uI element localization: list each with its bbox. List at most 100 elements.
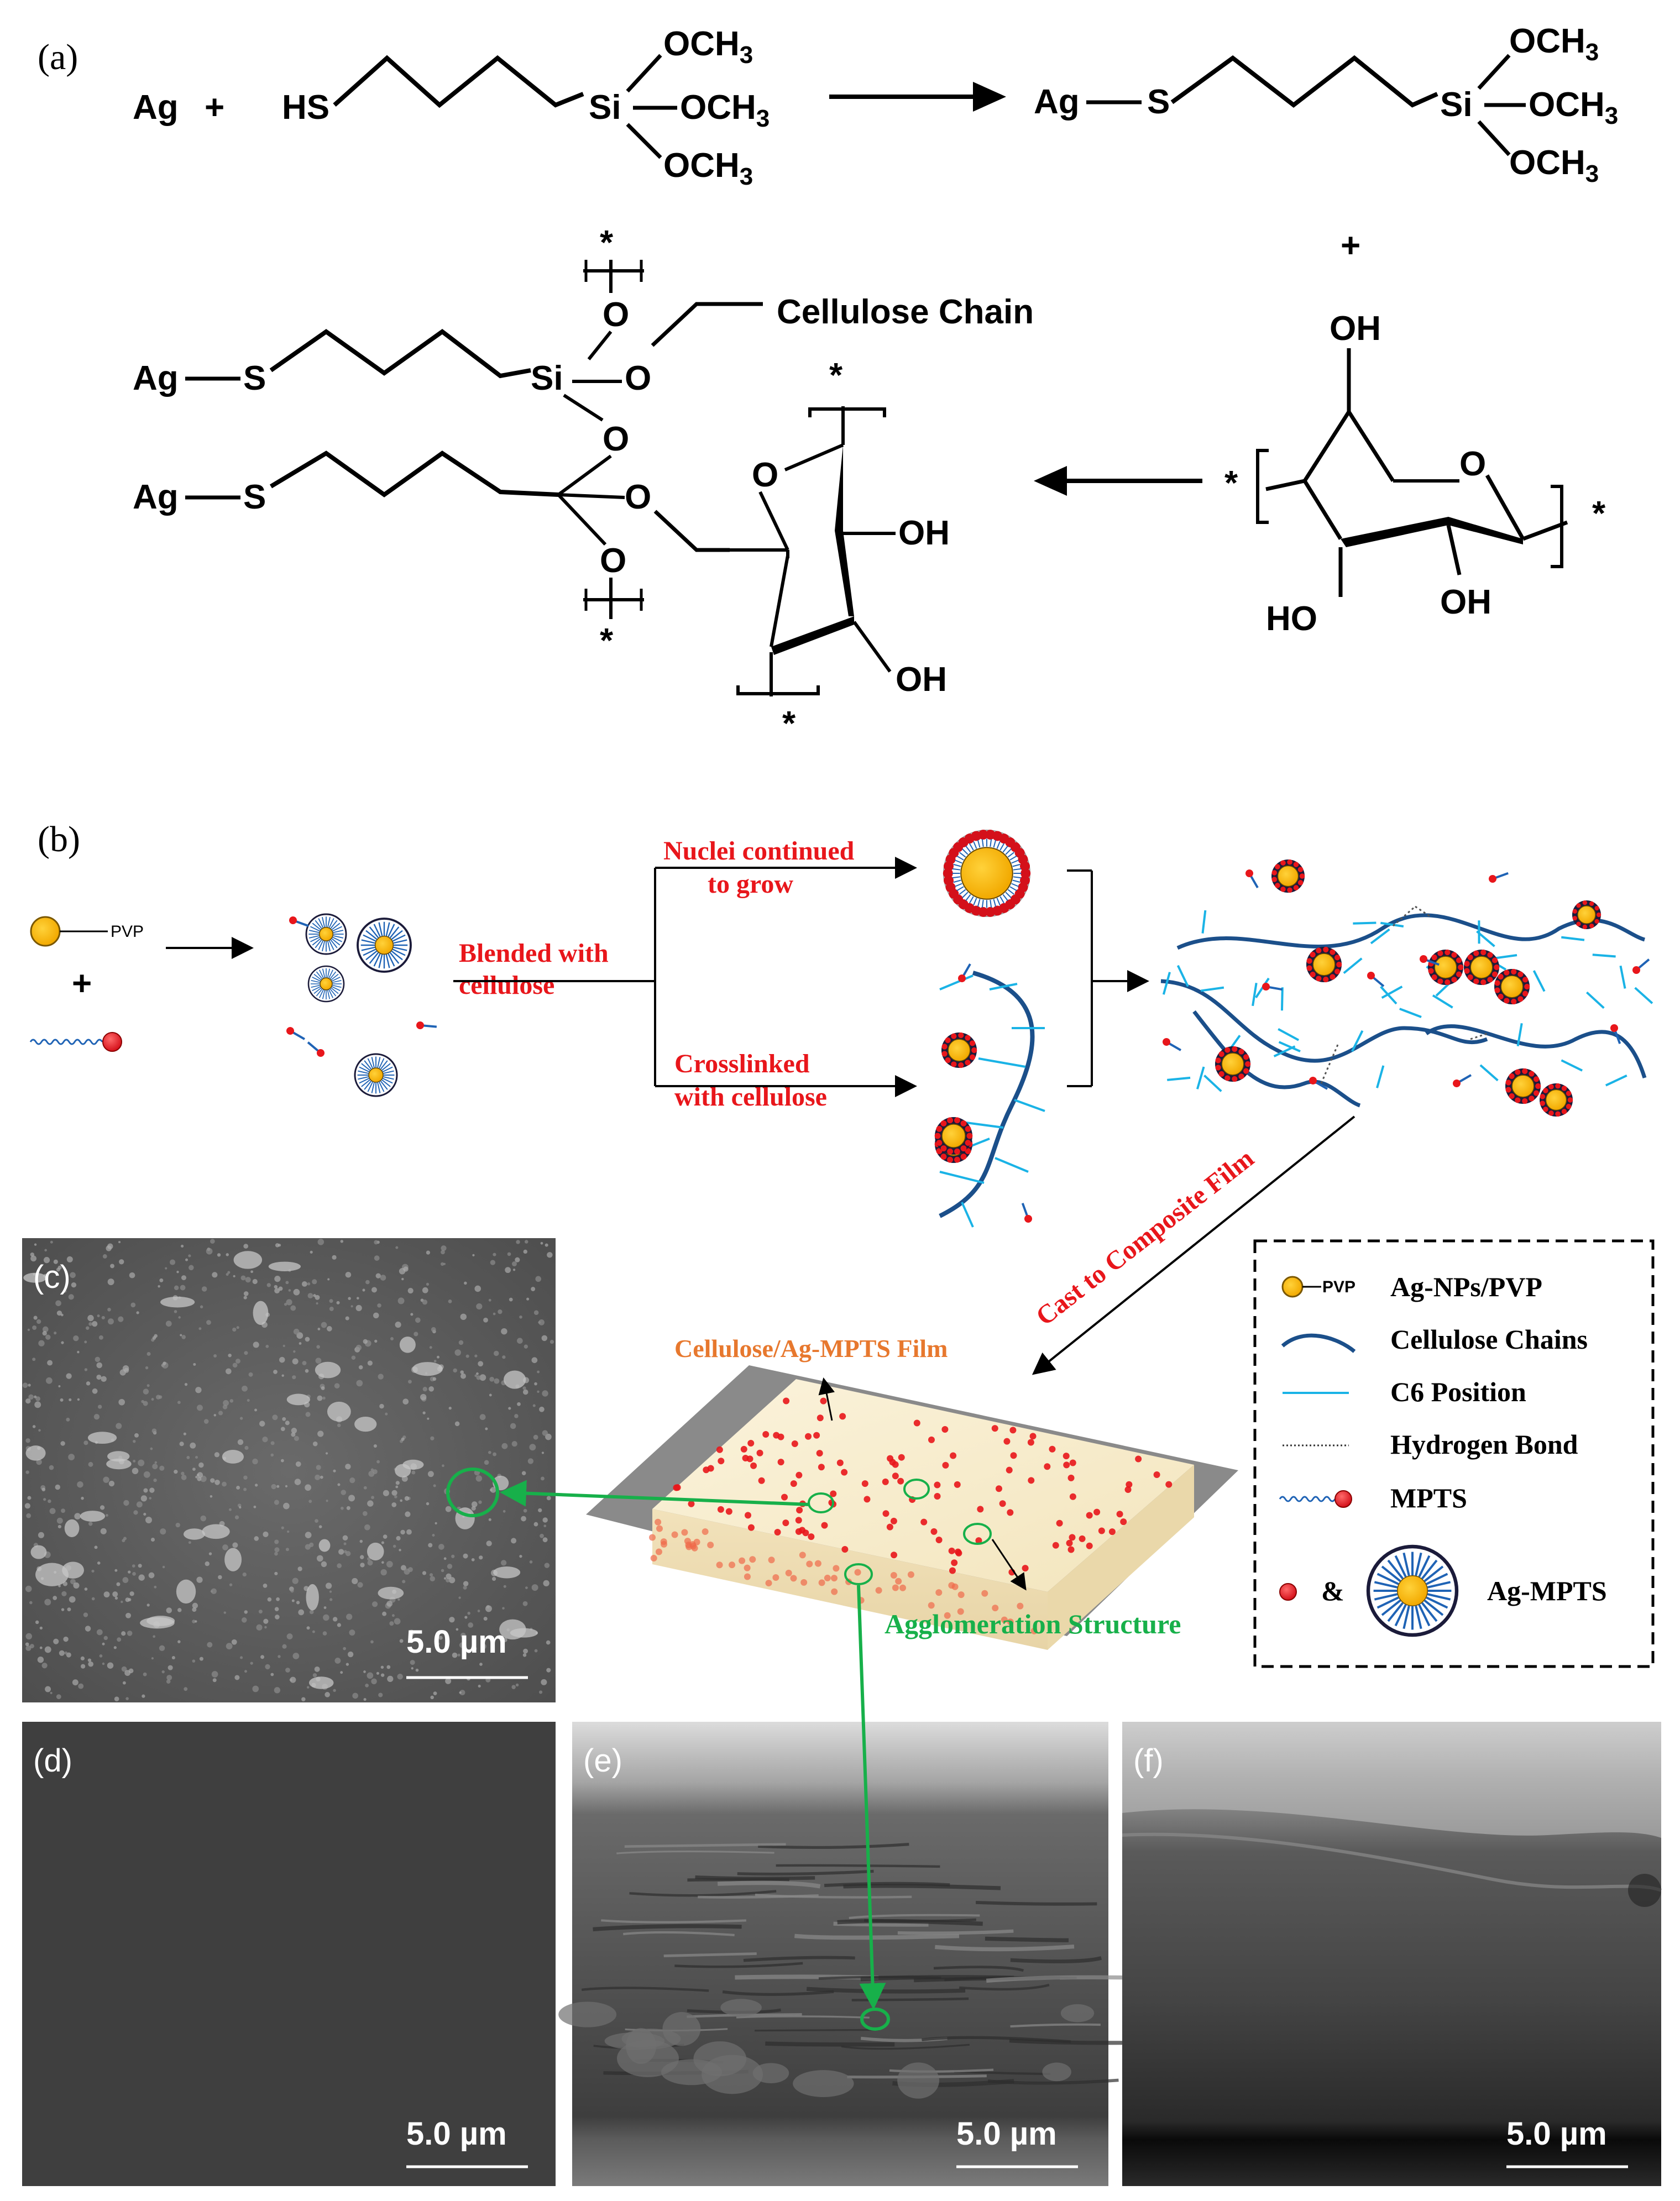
cellulose-chain-label: Cellulose Chain — [777, 293, 1034, 331]
film-highlight-2 — [903, 1479, 930, 1500]
mpts-molecule — [1453, 1074, 1472, 1087]
svg-text:S: S — [243, 478, 266, 516]
svg-text:O: O — [752, 456, 778, 494]
mpts-head-icon — [102, 1032, 122, 1052]
composite-film — [586, 1365, 1238, 1650]
legend-item-c6: C6 Position — [1390, 1376, 1526, 1407]
legend-item-hbond: Hydrogen Bond — [1390, 1429, 1578, 1460]
svg-text:O: O — [625, 359, 651, 397]
sem-panel-f: (f) 5.0 µm — [1122, 1722, 1662, 2186]
plus-b: + — [72, 965, 92, 1003]
och3-top-1: OCH3 — [663, 25, 753, 69]
green-arrow-to-e — [857, 1585, 886, 2010]
legend: PVP Ag-NPs/PVP Cellulose Chains C6 Posit… — [1253, 1239, 1655, 1668]
green-arrow-to-c — [500, 1480, 810, 1507]
crosslinked-text: Crosslinked — [674, 1049, 810, 1078]
ag-mpts-particle — [354, 1053, 398, 1097]
crosslinked-cellulose — [939, 971, 1045, 1228]
agglomeration-label: Agglomeration Structure — [885, 1608, 1181, 1639]
mpts-molecule — [1489, 872, 1509, 883]
legend-ag-icon — [1281, 1276, 1304, 1298]
svg-text:Ag: Ag — [133, 359, 179, 397]
panel-a: (a) Ag + HS Si OCH3 OCH3 OCH3 Ag S Si OC… — [38, 22, 1618, 743]
legend-cellulose-chain-icon — [1281, 1333, 1356, 1353]
panel-e-label: (e) — [583, 1743, 622, 1779]
panel-c-label: (c) — [33, 1259, 71, 1295]
svg-text:Si: Si — [531, 359, 563, 397]
och3-mid-1: OCH3 — [680, 88, 770, 132]
mpts-molecule — [1163, 1038, 1181, 1051]
svg-text:*: * — [600, 224, 614, 262]
svg-text:with cellulose: with cellulose — [674, 1082, 827, 1112]
mpts-molecule — [1610, 1024, 1621, 1044]
och3-top-2: OCH3 — [1509, 22, 1599, 66]
ag-text: Ag — [133, 88, 179, 127]
panel-d-label: (d) — [33, 1743, 72, 1779]
mpts-molecule — [307, 1041, 325, 1057]
ag-mpts-particle — [305, 913, 347, 955]
mpts-chain-icon — [29, 1039, 103, 1045]
svg-text:OH: OH — [898, 514, 950, 552]
svg-text:OH: OH — [1440, 583, 1491, 621]
legend-mpts-icon — [1279, 1496, 1336, 1502]
och3-bot-2: OCH3 — [1509, 144, 1599, 187]
legend-ag-mpts-icon — [1366, 1544, 1459, 1637]
svg-text:O: O — [625, 478, 651, 516]
plus-sign-2: + — [1341, 227, 1360, 265]
propyl-chain-1 — [333, 55, 584, 108]
scale-d: 5.0 µm — [406, 2116, 507, 2152]
crosslinked-particle — [934, 1117, 973, 1155]
network-particle — [1505, 1068, 1541, 1104]
svg-text:&: & — [1321, 1575, 1344, 1606]
mpts-molecule — [1245, 869, 1259, 888]
film-highlight-4 — [844, 1563, 873, 1585]
si-text-1: Si — [589, 88, 621, 127]
network-particle — [1540, 1083, 1573, 1117]
network-particle — [1464, 949, 1500, 986]
legend-item-agnps: Ag-NPs/PVP — [1390, 1271, 1542, 1302]
panel-f-label: (f) — [1133, 1743, 1164, 1779]
crosslinked-particles — [934, 963, 1032, 1223]
svg-text:S: S — [243, 359, 266, 397]
ag-mpts-particle — [307, 965, 345, 1003]
network-particle — [1572, 900, 1602, 930]
svg-text:O: O — [600, 542, 626, 580]
och3-bot-1: OCH3 — [663, 146, 753, 190]
network-particle — [1271, 859, 1305, 893]
legend-ag-mpts-particle — [1366, 1544, 1459, 1637]
cellulose-monomer: OH O HO OH * * — [1224, 310, 1606, 638]
pvp-label: PVP — [111, 923, 144, 941]
hs-text: HS — [282, 88, 329, 127]
mpts-molecule — [1420, 955, 1440, 966]
mpts-molecule — [958, 963, 971, 982]
ag-mpts-particle — [357, 918, 412, 973]
mpts-molecule — [1632, 958, 1650, 974]
svg-text:to grow: to grow — [708, 869, 793, 899]
svg-text:*: * — [600, 622, 614, 660]
svg-text:O: O — [603, 296, 629, 334]
mpts-molecule — [416, 1021, 437, 1029]
crosslinked-particle — [941, 1032, 977, 1068]
svg-text:*: * — [782, 705, 796, 743]
panel-b-label: (b) — [38, 819, 80, 860]
legend-item-agmpts: Ag-MPTS — [1487, 1575, 1607, 1606]
mpts-molecule — [1262, 983, 1283, 991]
mpts-molecule — [1309, 1077, 1328, 1090]
nuclei-text: Nuclei continued — [663, 836, 855, 866]
ag-nanoparticle-icon — [30, 916, 61, 947]
svg-text:HO: HO — [1266, 600, 1317, 638]
och3-mid-2: OCH3 — [1529, 86, 1618, 129]
highlight-c — [446, 1468, 499, 1517]
mpts-molecule — [1367, 972, 1385, 987]
network-particle — [1215, 1046, 1251, 1082]
mpts-molecule — [289, 916, 309, 927]
sem-panel-e: (e) 5.0 µm — [558, 1722, 1150, 2186]
legend-item-mpts: MPTS — [1390, 1482, 1467, 1513]
cast-label: Cast to Composite Film — [1030, 1144, 1259, 1332]
mpts-molecule — [1021, 1203, 1032, 1223]
svg-text:*: * — [829, 357, 843, 395]
propyl-chain-2 — [1170, 55, 1438, 108]
film-highlight-3 — [963, 1523, 992, 1545]
